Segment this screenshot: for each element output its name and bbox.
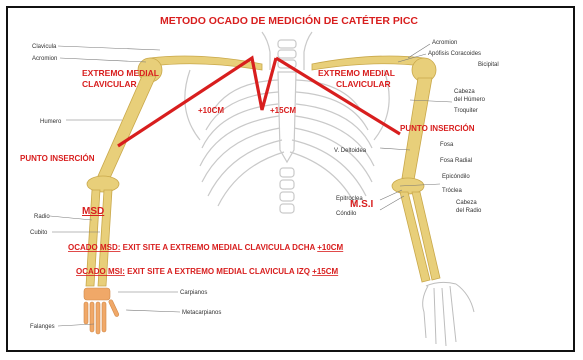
label-extremo-right-2: CLAVICULAR [336, 79, 391, 89]
ocado-msd-line: OCADO MSD: EXIT SITE A EXTREMO MEDIAL CL… [68, 243, 344, 252]
ocado-msi-text: EXIT SITE A EXTREMO MEDIAL CLAVICULA IZQ [125, 267, 312, 276]
label-cabeza-humero-1: Cabeza [454, 89, 475, 95]
ocado-msi-prefix: OCADO MSI: [76, 267, 125, 276]
label-troclea: Tróclea [442, 188, 462, 194]
ocado-msd-prefix: OCADO MSD: [68, 243, 120, 252]
label-bicipital: Bicipital [478, 62, 499, 68]
hand-left [84, 288, 119, 334]
label-carpianos: Carpianos [180, 290, 207, 296]
label-apofisis: Apófisis Coracoides [428, 51, 481, 57]
ocado-msi-value: +15CM [312, 267, 338, 276]
label-v-deltoidea: V. Deltoidea [334, 148, 367, 154]
hand-right [423, 282, 474, 346]
label-epitroclea: Epitroclea [336, 196, 363, 202]
label-radio: Radio [34, 214, 50, 220]
label-acromion-right: Acromion [432, 40, 457, 46]
label-cabeza-radio-1: Cabeza [456, 200, 477, 206]
label-cabeza-radio-2: del Radio [456, 208, 482, 214]
ocado-msi-line: OCADO MSI: EXIT SITE A EXTREMO MEDIAL CL… [76, 267, 339, 276]
label-humero: Humero [40, 119, 62, 125]
label-punto-left: PUNTO INSERCIÓN [20, 154, 95, 163]
label-cabeza-humero-2: del Húmero [454, 97, 486, 103]
label-cubito: Cubito [30, 230, 48, 236]
label-extremo-right-1: EXTREMO MEDIAL [318, 68, 395, 78]
label-msd: MSD [82, 206, 104, 217]
diagram-title: METODO OCADO DE MEDICIÓN DE CATÉTER PICC [160, 14, 418, 27]
label-fosa-radial: Fosa Radial [440, 158, 472, 164]
label-extremo-left-1: EXTREMO MEDIAL [82, 68, 159, 78]
label-clavicula: Clavicula [32, 44, 57, 50]
label-troquiter: Troquiter [454, 108, 478, 114]
label-extremo-left-2: CLAVICULAR [82, 79, 137, 89]
label-plus10: +10CM [198, 106, 224, 115]
ocado-msd-value: +10CM [317, 243, 343, 252]
label-acromion-left: Acromion [32, 56, 57, 62]
label-fosa: Fosa [440, 142, 454, 148]
ocado-msd-text: EXIT SITE A EXTREMO MEDIAL CLAVICULA DCH… [120, 243, 317, 252]
label-condilo: Cóndilo [336, 211, 357, 217]
label-epicondilo: Epicóndilo [442, 174, 470, 180]
label-punto-right: PUNTO INSERCIÓN [400, 124, 475, 133]
label-falanges: Falanges [30, 324, 55, 330]
label-metacarpianos: Metacarpianos [182, 310, 221, 316]
label-plus15: +15CM [270, 106, 296, 115]
